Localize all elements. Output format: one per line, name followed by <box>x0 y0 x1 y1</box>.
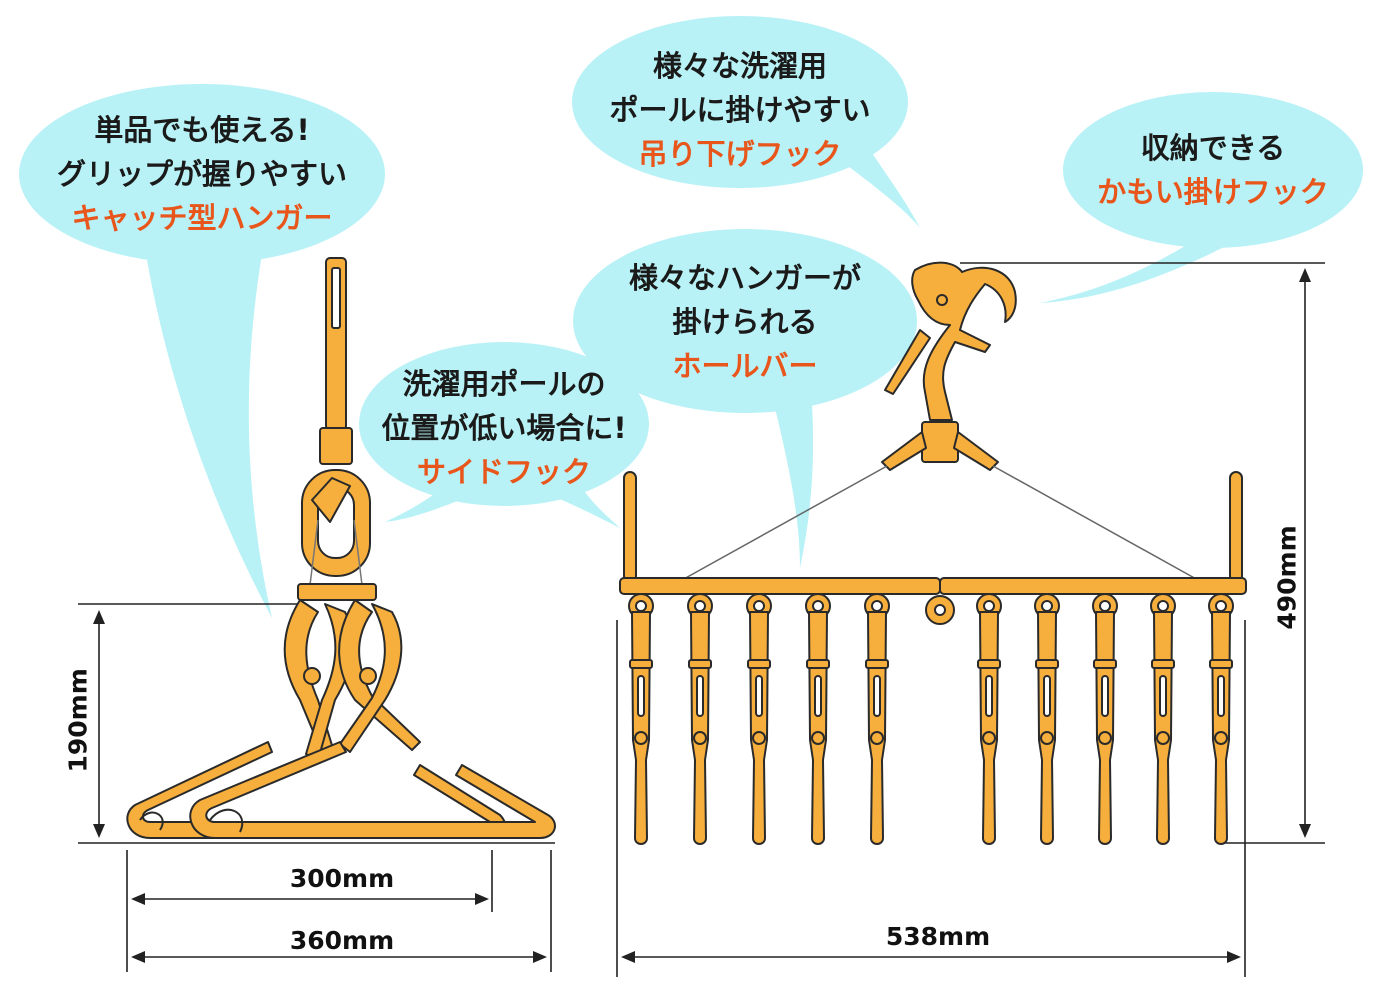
dimension-arrowheads <box>93 268 1311 963</box>
rack-width-label: 538mm <box>885 922 991 951</box>
bubble-duck-hook-shape <box>1040 92 1363 303</box>
hanger-inner-width-label: 300mm <box>289 864 395 893</box>
clothespin-8 <box>1092 593 1118 845</box>
clothespin-9 <box>1150 593 1176 845</box>
bubble-catch-hanger: 単品でも使える! グリップが握りやすい キャッチ型ハンガー <box>52 108 352 240</box>
bubble-side-hook-shape <box>359 342 649 528</box>
clothespin-1 <box>628 593 654 845</box>
bubble-catch-hanger-line2: グリップが握りやすい <box>56 157 347 191</box>
bubble-hold-bar: 様々なハンガーが 掛けられる ホールバー <box>595 256 895 388</box>
bubble-catch-hanger-line1: 単品でも使える! <box>94 113 310 147</box>
clothespin-5 <box>864 593 890 845</box>
bubble-duck-hook-line1: 収納できる <box>1140 131 1286 165</box>
bubble-hold-bar-line1: 様々なハンガーが <box>628 261 861 295</box>
bubble-catch-hanger-shape <box>19 84 385 618</box>
bubble-hang-hook-line2: ポールに掛けやすい <box>609 93 871 127</box>
bubble-side-hook-line1: 洗濯用ポールの <box>402 367 606 401</box>
clothespin-7 <box>1034 593 1060 845</box>
dimension-lines <box>78 262 1325 977</box>
clothespin-6 <box>976 593 1002 845</box>
catch-hanger-product <box>126 257 556 839</box>
bubble-hang-hook: 様々な洗濯用 ポールに掛けやすい 吊り下げフック <box>590 44 890 176</box>
clothespin-2 <box>687 593 713 845</box>
speech-bubbles <box>19 16 1363 618</box>
rack-height-label: 490mm <box>1272 525 1302 630</box>
clothespin-3 <box>746 593 772 845</box>
clip-rack-product <box>619 261 1247 845</box>
clothespin-4 <box>805 593 831 845</box>
bubble-hold-bar-shape <box>573 229 917 568</box>
clip-row <box>628 593 1234 845</box>
bubble-catch-hanger-accent: キャッチ型ハンガー <box>71 201 333 235</box>
bubble-side-hook: 洗濯用ポールの 位置が低い場合に! サイドフック <box>364 362 644 494</box>
bubble-duck-hook-accent: かもい掛けフック <box>1097 175 1329 209</box>
bubble-duck-hook: 収納できる かもい掛けフック <box>1073 126 1353 214</box>
hanger-outer-width-label: 360mm <box>289 926 395 955</box>
hanger-height-label: 190mm <box>63 668 93 773</box>
bubble-side-hook-line2: 位置が低い場合に! <box>381 411 627 445</box>
bubble-side-hook-accent: サイドフック <box>416 455 591 489</box>
clothespin-10 <box>1208 593 1234 845</box>
bubble-hold-bar-line2: 掛けられる <box>672 305 818 339</box>
bubble-hold-bar-accent: ホールバー <box>672 349 818 383</box>
bubble-hang-hook-line1: 様々な洗濯用 <box>652 49 827 83</box>
bubble-hang-hook-accent: 吊り下げフック <box>638 137 842 171</box>
bubble-hang-hook-shape <box>572 16 920 228</box>
